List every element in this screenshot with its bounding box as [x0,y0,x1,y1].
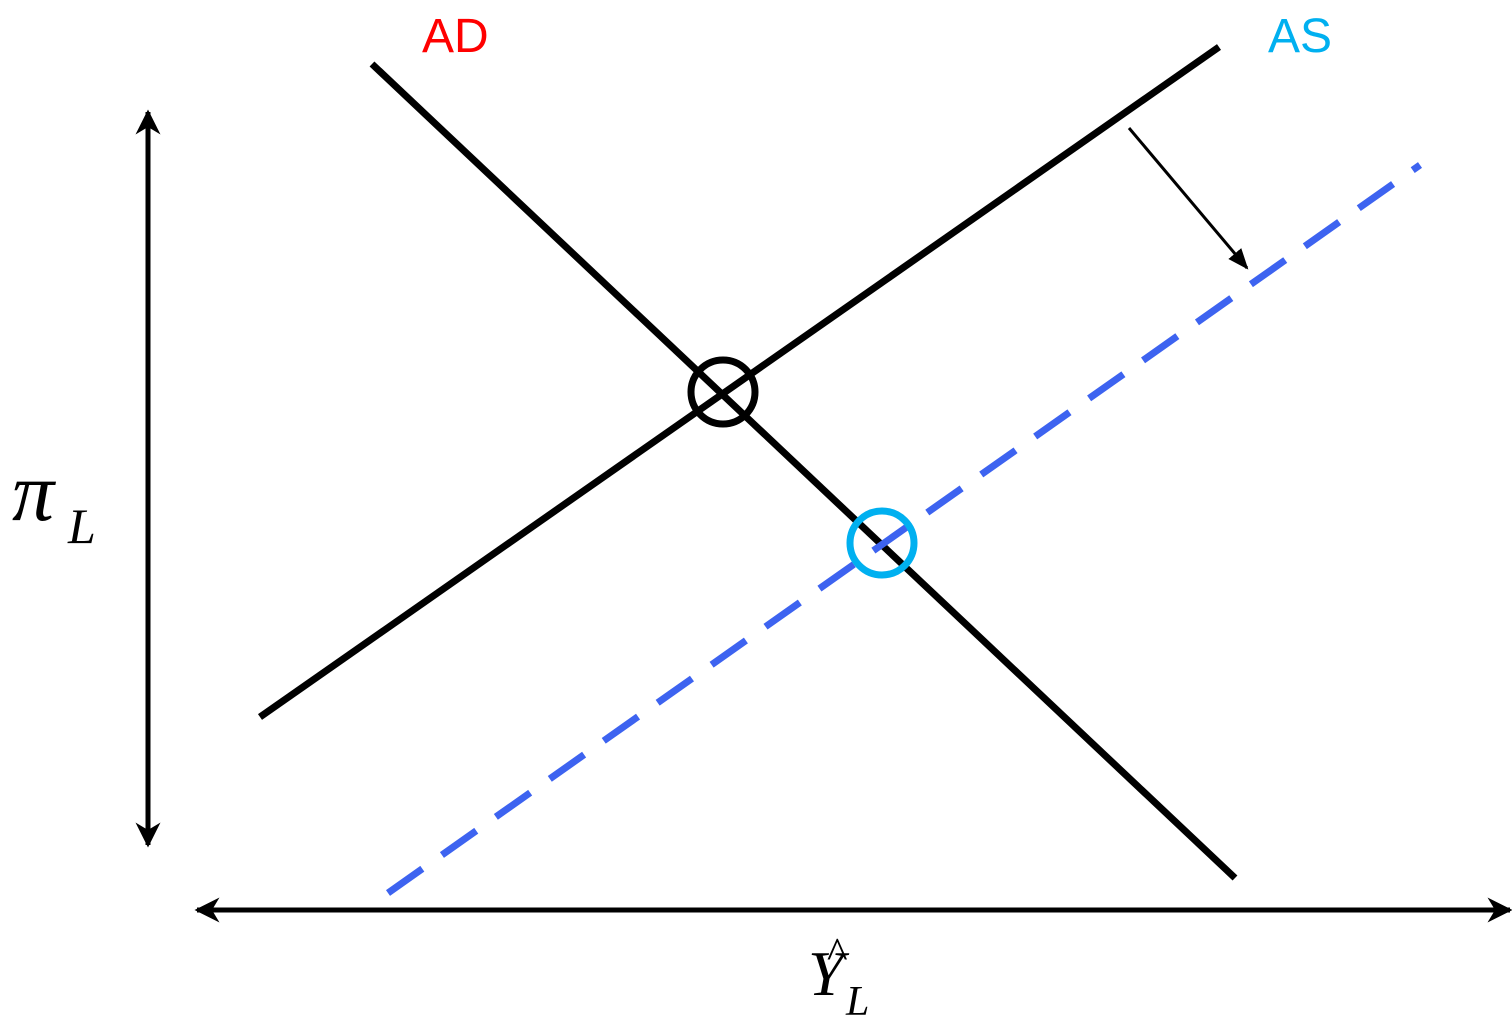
x-axis-hat: ^ [826,929,847,978]
x-axis-label: ^ Y L [808,929,869,1020]
initial-equilibrium-marker [687,356,759,428]
shift-arrow [1127,127,1249,270]
as-label: AS [1268,10,1332,63]
ad-label: AD [422,10,489,63]
shifted-as-curve [385,162,1423,896]
y-axis-subscript: L [67,498,96,554]
y-axis-symbol: π [12,446,57,539]
ad-curve [369,61,1238,881]
y-axis-label: π L [12,446,96,554]
new-equilibrium-marker [846,507,918,579]
x-axis-subscript: L [845,979,869,1020]
as-curve [257,44,1222,720]
